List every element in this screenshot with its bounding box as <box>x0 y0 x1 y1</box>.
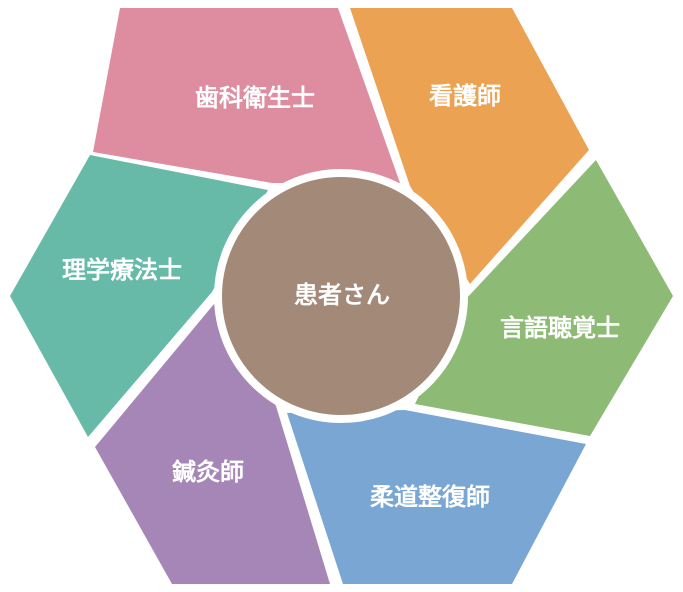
segment-acupuncturist <box>95 304 330 584</box>
segment-judo-therapist <box>287 410 586 584</box>
segment-speech-therapist <box>415 160 673 436</box>
segment-nurse <box>350 8 589 284</box>
center-circle <box>214 169 468 423</box>
segment-physical-therapist <box>10 155 268 437</box>
segment-dental-hygienist <box>93 8 400 183</box>
